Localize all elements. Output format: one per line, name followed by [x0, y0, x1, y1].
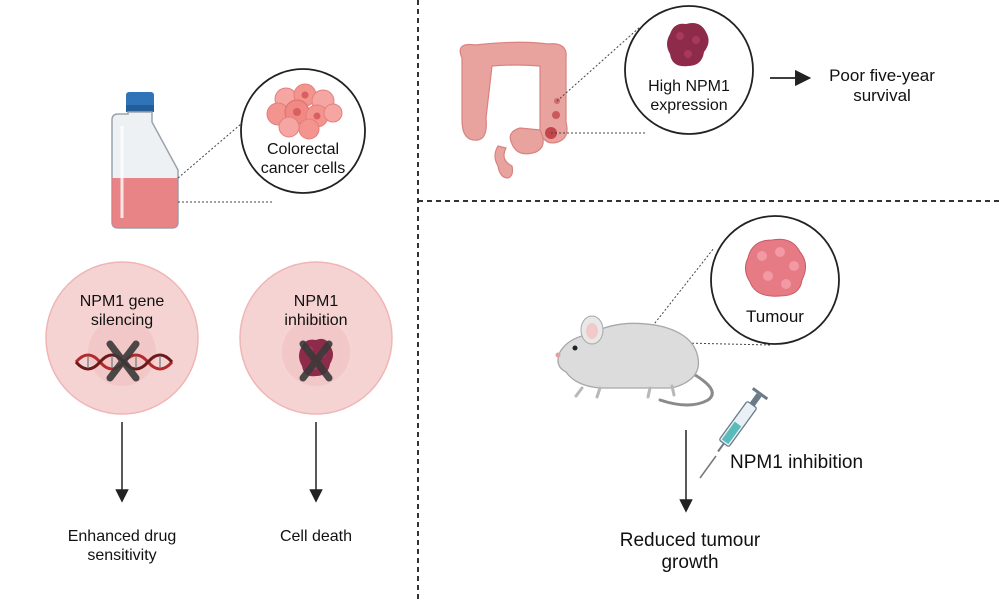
- tumour-label: Tumour: [746, 307, 804, 326]
- silencing-label-line2: silencing: [90, 311, 154, 329]
- cross-icon: [106, 340, 140, 382]
- inhibition-label-line2: inhibition: [284, 311, 348, 329]
- poor-survival-line2: survival: [853, 86, 911, 106]
- cancer-cells-label-line2: cancer cells: [260, 159, 346, 177]
- treatment-label: NPM1 inhibition: [730, 452, 864, 473]
- drug-sensitivity-line2: sensitivity: [87, 546, 157, 564]
- tumour-icon: [744, 238, 806, 297]
- reduced-growth-line1: Reduced tumour: [619, 530, 761, 551]
- npm1-expression-label: High NPM1 expression: [634, 78, 744, 116]
- cancer-cells-cluster-icon: [266, 83, 343, 140]
- silencing-label: NPM1 gene silencing: [62, 293, 182, 331]
- syringe-icon: [699, 387, 769, 479]
- poor-survival-line1: Poor five-year: [829, 66, 935, 85]
- inhibition-label-line1: NPM1: [293, 293, 339, 310]
- drug-sensitivity-outcome: Enhanced drug sensitivity: [52, 528, 192, 566]
- reduced-growth-outcome: Reduced tumour growth: [600, 530, 780, 575]
- cross-icon: [299, 340, 333, 382]
- reduced-growth-line2: growth: [661, 552, 719, 574]
- culture-flask-icon: [111, 92, 179, 229]
- cell-death-outcome: Cell death: [279, 528, 353, 545]
- poor-survival-outcome: Poor five-year survival: [812, 66, 952, 106]
- npm1-expression-bubble: [624, 5, 754, 135]
- silencing-label-line1: NPM1 gene: [79, 293, 165, 310]
- drug-sensitivity-line1: Enhanced drug: [67, 528, 177, 545]
- npm1-expression-line2: expression: [650, 96, 728, 114]
- cancer-cells-label-line1: Colorectal: [266, 141, 340, 158]
- zoom-line-colon-top: [556, 26, 641, 102]
- mouse-icon: [555, 315, 714, 407]
- inhibition-label: NPM1 inhibition: [261, 293, 371, 331]
- cancer-cells-label: Colorectal cancer cells: [253, 141, 353, 179]
- npm1-expression-line1: High NPM1: [648, 78, 730, 95]
- npm1-protein-icon: [667, 23, 709, 67]
- colon-icon: [459, 41, 568, 179]
